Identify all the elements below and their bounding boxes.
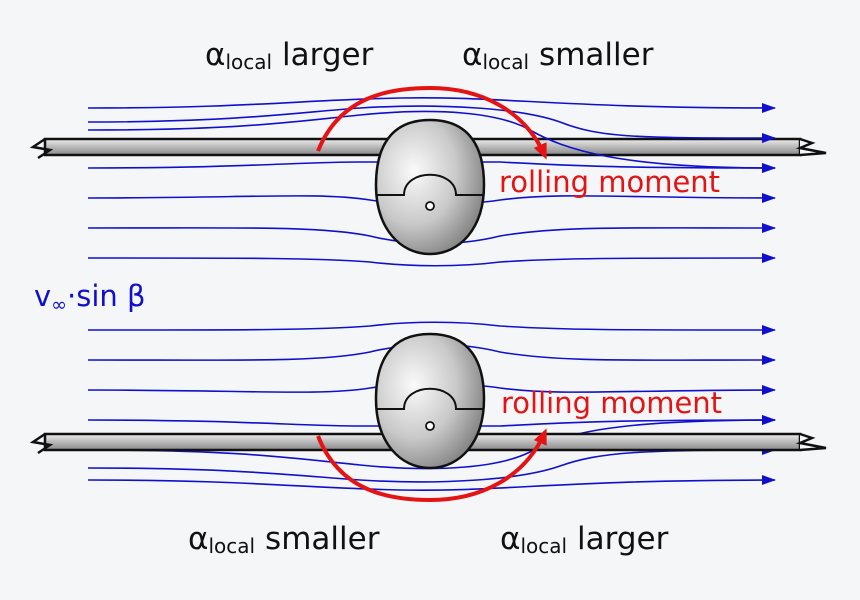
fuselage-icon — [374, 118, 486, 256]
alpha-word: larger — [577, 521, 669, 557]
bottom-right-alpha-label: αlocal larger — [500, 521, 669, 558]
bottom-panel — [29, 321, 827, 503]
rolling-moment-arrow-icon — [316, 428, 547, 503]
flow-arrow-icon — [87, 415, 776, 470]
wing-break-icon — [795, 137, 827, 157]
rolling-moment-text: rolling moment — [499, 165, 721, 199]
alpha-word: smaller — [265, 521, 380, 557]
top-panel — [29, 85, 827, 267]
velocity-infinity: ∞ — [51, 294, 67, 316]
flow-arrow-icon — [87, 96, 776, 113]
wing-break-icon — [795, 432, 827, 452]
flow-arrow-icon — [87, 105, 776, 143]
rolling-moment-arrow-icon — [316, 85, 547, 160]
fuselage-icon — [374, 332, 486, 470]
alpha-word: larger — [282, 37, 374, 73]
wing-break-icon — [29, 432, 54, 455]
sideslip-velocity-label: v∞·sin β — [34, 282, 146, 315]
velocity-sin-beta: ·sin β — [67, 279, 146, 313]
flow-arrow-icon — [87, 475, 776, 492]
top-left-alpha-label: αlocal larger — [205, 37, 374, 74]
local-subscript: local — [208, 534, 256, 558]
local-subscript: local — [225, 50, 273, 74]
bottom-rolling-moment-label: rolling moment — [501, 389, 722, 418]
local-subscript: local — [482, 50, 530, 74]
velocity-v: v — [34, 279, 52, 313]
alpha-symbol: α — [500, 521, 521, 557]
alpha-symbol: α — [188, 521, 209, 557]
flow-arrow-icon — [87, 253, 776, 267]
alpha-symbol: α — [205, 37, 226, 73]
top-right-alpha-label: αlocal smaller — [462, 37, 654, 74]
flow-arrow-icon — [87, 445, 776, 483]
alpha-symbol: α — [462, 37, 483, 73]
local-subscript: local — [520, 534, 568, 558]
top-rolling-moment-label: rolling moment — [499, 168, 720, 197]
flow-arrow-icon — [87, 110, 776, 173]
bottom-left-alpha-label: αlocal smaller — [188, 521, 380, 558]
wing-break-icon — [29, 137, 54, 160]
flow-arrow-icon — [87, 321, 776, 335]
rolling-moment-text: rolling moment — [501, 386, 723, 420]
alpha-word: smaller — [539, 37, 654, 73]
